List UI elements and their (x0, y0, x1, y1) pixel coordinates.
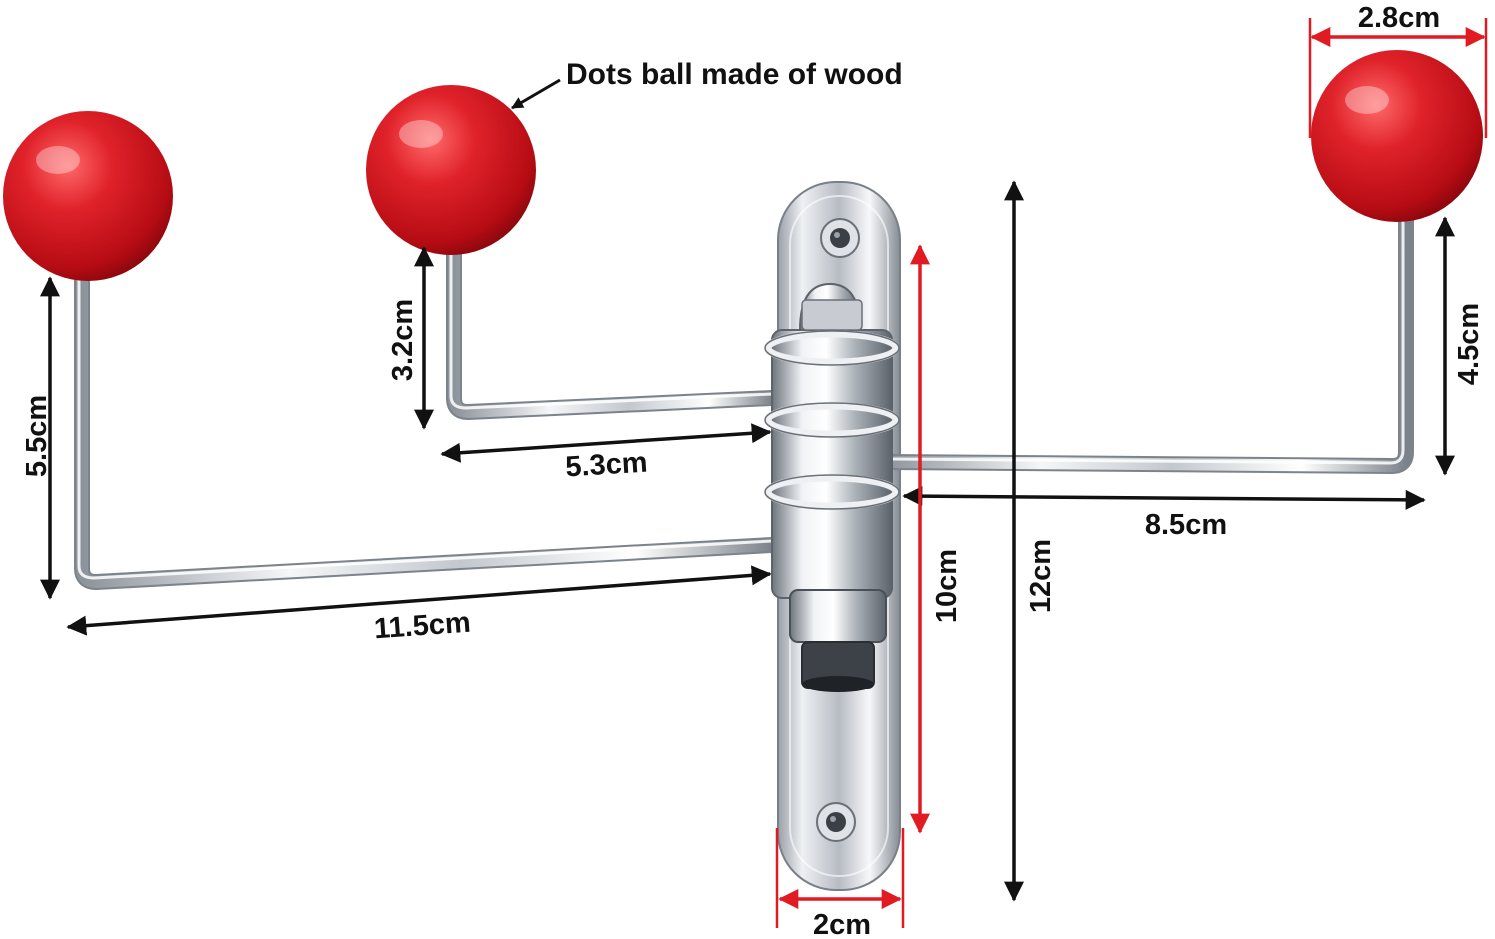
coat-hook-product (3, 50, 1483, 891)
dimension-labels: Dots ball made of wood 2.8cm 5.5cm 3.2cm… (21, 2, 1485, 939)
dimension-lines (40, 18, 1488, 928)
swivel-height-label: 10cm (931, 549, 963, 623)
left-arm-length-label: 11.5cm (373, 607, 472, 646)
middle-arm-length-label: 5.3cm (564, 447, 648, 484)
plate-width-label: 2cm (813, 909, 871, 939)
ball-note-label: Dots ball made of wood (566, 58, 903, 91)
ball-note-pointer (511, 78, 561, 110)
left-arm-length-arrow (66, 565, 772, 636)
right-arm-length-label: 8.5cm (1145, 509, 1227, 541)
plate-height-label: 12cm (1025, 539, 1057, 613)
screw-hole-top (820, 218, 860, 258)
left-hook-height-label: 5.5cm (21, 395, 53, 477)
middle-arm-length-arrow (440, 423, 772, 463)
swivel-mechanism (764, 282, 900, 692)
wooden-ball-middle (366, 85, 536, 255)
right-arm-length-arrow (902, 486, 1426, 510)
ball-diameter-label: 2.8cm (1358, 2, 1440, 34)
wooden-ball-right (1311, 50, 1483, 222)
wooden-ball-left (3, 111, 173, 281)
screw-hole-bottom (816, 802, 856, 842)
middle-hook-height-label: 3.2cm (387, 299, 419, 381)
right-hook-height-label: 4.5cm (1453, 303, 1485, 385)
